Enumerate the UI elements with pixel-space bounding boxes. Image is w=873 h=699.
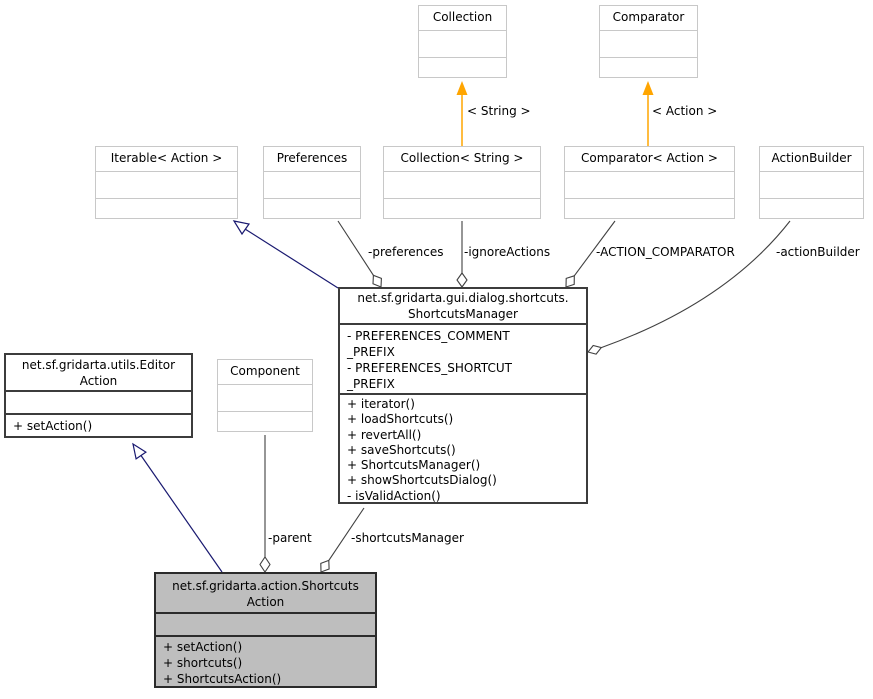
- method-item: + loadShortcuts(): [347, 412, 454, 427]
- edge-label-action-builder: -actionBuilder: [776, 245, 860, 259]
- attributes-compartment: [264, 171, 360, 198]
- methods-compartment: [419, 57, 506, 77]
- class-title-line: net.sf.gridarta.utils.Editor: [21, 358, 176, 372]
- method-item: + ShortcutsAction(): [163, 672, 282, 686]
- methods-compartment: + setAction(): [6, 413, 191, 436]
- method-item: + revertAll(): [347, 427, 422, 442]
- method-item: + setAction(): [13, 419, 93, 433]
- methods-compartment: [218, 411, 312, 431]
- attributes-compartment: [760, 171, 863, 198]
- edge-label-shortcuts-manager: -shortcutsManager: [351, 531, 464, 545]
- aggregation-diamond-icon: [456, 272, 468, 288]
- inheritance-arrowhead-icon: [232, 220, 251, 236]
- edge-label-parent: -parent: [268, 531, 312, 545]
- method-item: + saveShortcuts(): [347, 442, 456, 457]
- methods-compartment: + iterator() + loadShortcuts() + revertA…: [340, 393, 586, 502]
- class-title: Iterable< Action >: [110, 151, 223, 165]
- class-box-shortcuts-manager[interactable]: net.sf.gridarta.gui.dialog.shortcuts. Sh…: [338, 287, 588, 504]
- methods-compartment: [96, 198, 237, 218]
- aggregation-diamond-icon: [587, 344, 603, 355]
- attribute-line: _PREFIX: [347, 345, 395, 359]
- methods-compartment: [384, 198, 540, 218]
- edge-inheritance-iterable: [232, 220, 339, 289]
- class-box-component[interactable]: Component: [217, 359, 313, 432]
- attributes-compartment: [218, 384, 312, 411]
- attributes-compartment: [384, 171, 540, 198]
- edge-template-string: [456, 81, 468, 146]
- attributes-compartment: [6, 390, 191, 413]
- class-title: net.sf.gridarta.gui.dialog.shortcuts. Sh…: [340, 289, 586, 323]
- method-item: - isValidAction(): [347, 488, 441, 502]
- class-box-collection-string[interactable]: Collection< String >: [383, 146, 541, 219]
- methods-compartment: [264, 198, 360, 218]
- method-item: + showShortcutsDialog(): [347, 473, 497, 488]
- class-title-line: Action: [246, 595, 285, 609]
- class-box-comparator[interactable]: Comparator: [599, 5, 698, 78]
- attributes-compartment: [96, 171, 237, 198]
- class-title-line: net.sf.gridarta.action.Shortcuts: [172, 579, 359, 593]
- class-box-action-builder[interactable]: ActionBuilder: [759, 146, 864, 219]
- methods-compartment: [600, 57, 697, 77]
- attributes-compartment: [419, 30, 506, 57]
- class-title: Comparator< Action >: [581, 151, 718, 165]
- edge-label-action-comparator: -ACTION_COMPARATOR: [596, 245, 735, 259]
- class-title: net.sf.gridarta.utils.Editor Action: [6, 355, 191, 390]
- attribute-line: - PREFERENCES_SHORTCUT: [347, 361, 512, 375]
- attributes-compartment: - PREFERENCES_COMMENT _PREFIX - PREFEREN…: [340, 323, 586, 393]
- method-item: + ShortcutsManager(): [347, 458, 481, 473]
- class-box-preferences[interactable]: Preferences: [263, 146, 361, 219]
- method-item: + iterator(): [347, 397, 415, 411]
- attribute-line: _PREFIX: [347, 377, 395, 391]
- methods-compartment: + setAction() + shortcuts() + ShortcutsA…: [156, 635, 375, 686]
- attributes-compartment: [600, 30, 697, 57]
- edge-parent: [259, 435, 271, 573]
- class-box-collection[interactable]: Collection: [418, 5, 507, 78]
- class-title: Collection: [432, 10, 493, 24]
- edge-inheritance-editor-action: [132, 442, 223, 573]
- edge-label-preferences: -preferences: [368, 245, 444, 259]
- edge-label-string-template: < String >: [467, 104, 531, 118]
- aggregation-diamond-icon: [372, 274, 382, 288]
- attributes-compartment: [156, 612, 375, 635]
- edge-action-builder: [587, 220, 791, 355]
- edge-label-ignore-actions: -ignoreActions: [464, 245, 551, 259]
- class-title-line: net.sf.gridarta.gui.dialog.shortcuts.: [357, 291, 569, 305]
- class-title: Collection< String >: [400, 151, 524, 165]
- method-item: + setAction(): [163, 640, 243, 654]
- aggregation-diamond-icon: [259, 556, 271, 573]
- class-box-shortcuts-action[interactable]: net.sf.gridarta.action.Shortcuts Action …: [154, 572, 377, 688]
- methods-compartment: [565, 198, 734, 218]
- class-box-editor-action[interactable]: net.sf.gridarta.utils.Editor Action + se…: [4, 353, 193, 438]
- methods-compartment: [760, 198, 863, 218]
- aggregation-diamond-icon: [320, 559, 330, 573]
- template-arrowhead-icon: [456, 81, 468, 95]
- template-arrowhead-icon: [642, 81, 654, 95]
- class-box-iterable-action[interactable]: Iterable< Action >: [95, 146, 238, 219]
- inheritance-arrowhead-icon: [132, 442, 147, 460]
- class-title: net.sf.gridarta.action.Shortcuts Action: [156, 574, 375, 612]
- class-title-line: ShortcutsManager: [408, 307, 518, 321]
- method-item: + shortcuts(): [163, 656, 243, 670]
- class-title: ActionBuilder: [771, 151, 852, 165]
- attributes-compartment: [565, 171, 734, 198]
- class-title-line: Action: [79, 374, 118, 388]
- class-title: Comparator: [612, 10, 685, 24]
- class-title: Component: [230, 364, 300, 378]
- class-title: Preferences: [276, 151, 348, 165]
- attribute-line: - PREFERENCES_COMMENT: [347, 329, 510, 343]
- aggregation-diamond-icon: [565, 275, 575, 288]
- class-box-comparator-action[interactable]: Comparator< Action >: [564, 146, 735, 219]
- edge-label-action-template: < Action >: [652, 104, 718, 118]
